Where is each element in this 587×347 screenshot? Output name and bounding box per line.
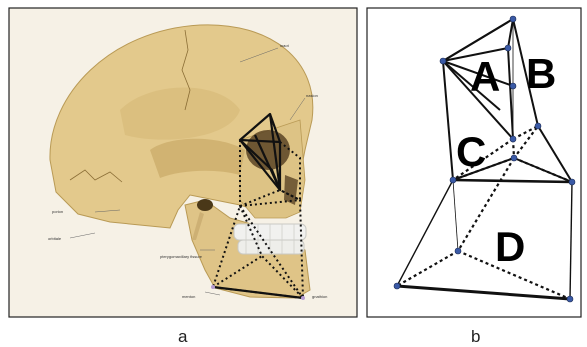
panel-a: inaot nasion porion orbitale pterygomaxi… (9, 8, 357, 317)
annotation-nasion: nasion (306, 93, 318, 98)
point-9 (569, 179, 575, 185)
point-10 (455, 248, 461, 254)
annotation-menton: menton (182, 294, 195, 299)
region-label-d: D (495, 223, 525, 270)
point-12 (567, 296, 573, 302)
teeth (234, 224, 306, 254)
ear-canal (197, 199, 213, 211)
point-6 (510, 136, 516, 142)
point-2 (440, 58, 446, 64)
point-1 (510, 16, 516, 22)
annotation-orbitale: orbitale (48, 236, 62, 241)
annotation-gnathion: gnathion (312, 294, 327, 299)
point-11 (394, 283, 400, 289)
region-label-c: C (456, 128, 486, 175)
point-4 (510, 83, 516, 89)
point-5 (535, 123, 541, 129)
point-7 (511, 155, 517, 161)
panel-b: A B C D (367, 8, 581, 317)
region-label-a: A (470, 53, 500, 100)
annotation-porion: porion (52, 209, 63, 214)
point-3 (505, 45, 511, 51)
annotation-inaot: inaot (280, 43, 290, 48)
point-8 (450, 177, 456, 183)
annotation-ptm: pterygomaxillary fissure (160, 254, 203, 259)
panel-b-caption: b (471, 327, 480, 347)
region-label-b: B (526, 50, 556, 97)
panel-a-caption: a (178, 327, 187, 347)
